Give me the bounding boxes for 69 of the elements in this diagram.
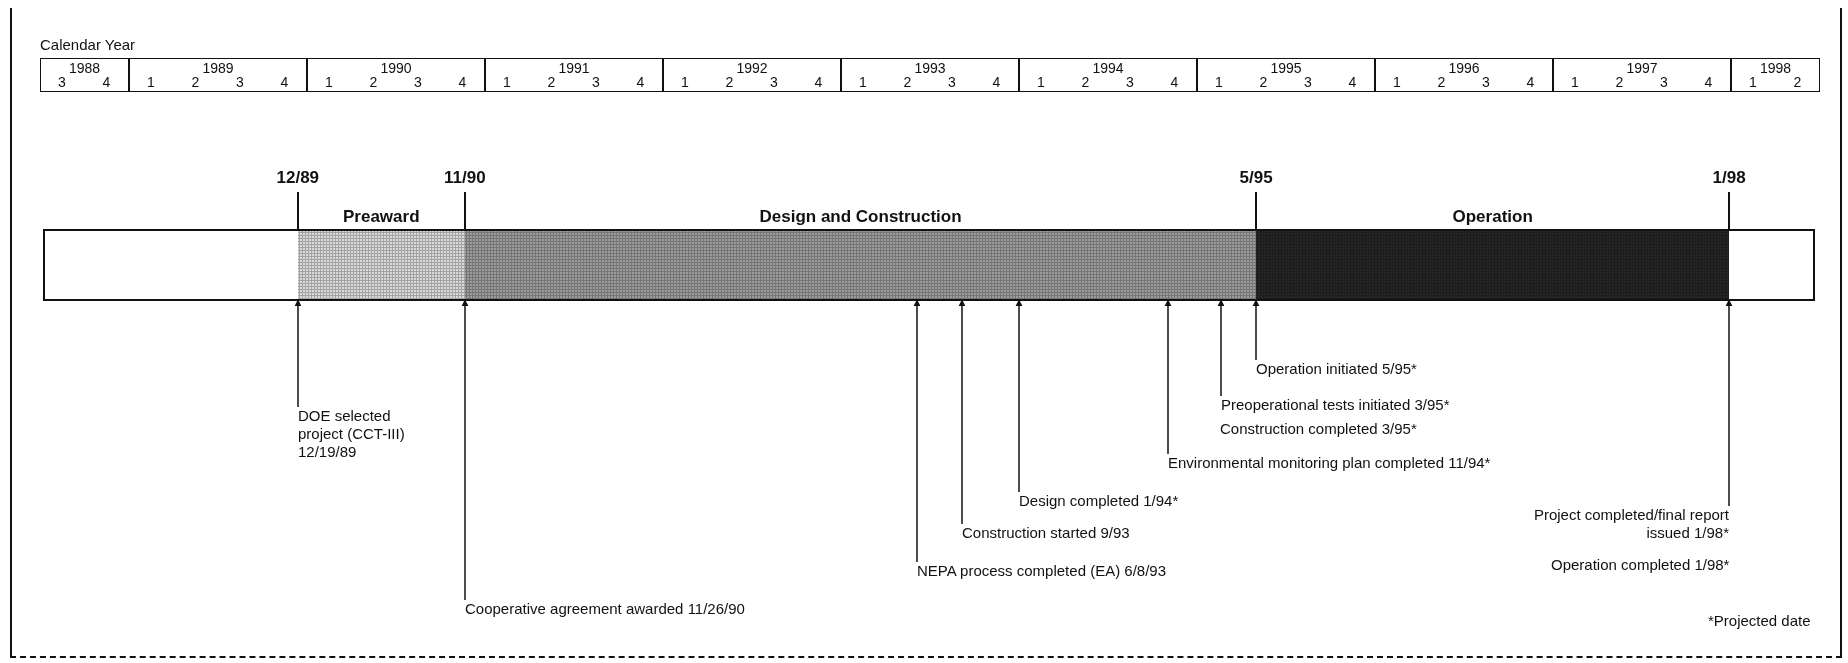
quarter-number: 1 bbox=[858, 74, 868, 90]
milestone-annotation: Operation initiated 5/95* bbox=[1256, 360, 1417, 378]
quarter-number: 3 bbox=[769, 74, 779, 90]
quarter-number: 2 bbox=[190, 74, 201, 90]
annotation-text: Operation completed 1/98* bbox=[1551, 556, 1730, 573]
quarter-number: 3 bbox=[591, 74, 601, 90]
leader-arrow bbox=[1015, 299, 1023, 493]
milestone-annotation: Project completed/final report issued 1/98* bbox=[1504, 506, 1729, 542]
date-marker: 12/89 bbox=[276, 168, 320, 188]
annotation-text: Construction completed 3/95* bbox=[1220, 420, 1417, 437]
quarter-number: 1 bbox=[1570, 74, 1580, 90]
quarter-number: 3 bbox=[1481, 74, 1491, 90]
leader-arrow bbox=[913, 299, 921, 563]
quarter-number: 3 bbox=[235, 74, 245, 90]
quarter-number: 1 bbox=[1748, 74, 1758, 90]
milestone-annotation: Environmental monitoring plan completed 11/94* bbox=[1168, 454, 1491, 472]
milestone-annotation: Preoperational tests initiated 3/95* bbox=[1221, 396, 1450, 414]
leader-arrow bbox=[461, 299, 469, 601]
quarter-number: 1 bbox=[1036, 74, 1046, 90]
quarter-number: 4 bbox=[1703, 74, 1714, 90]
milestone-annotation: Construction started 9/93 bbox=[962, 524, 1130, 542]
quarter-number: 3 bbox=[1659, 74, 1669, 90]
annotation-text: *Projected date bbox=[1708, 612, 1811, 629]
quarter-number: 4 bbox=[1347, 74, 1358, 90]
quarter-number: 2 bbox=[1792, 74, 1803, 90]
quarter-number: 3 bbox=[57, 74, 67, 90]
quarter-number: 2 bbox=[1436, 74, 1447, 90]
quarter-number: 2 bbox=[1258, 74, 1269, 90]
quarter-number: 4 bbox=[813, 74, 824, 90]
quarter-number: 4 bbox=[1169, 74, 1180, 90]
quarter-number: 4 bbox=[457, 74, 468, 90]
quarter-number: 2 bbox=[368, 74, 379, 90]
quarter-number: 1 bbox=[146, 74, 156, 90]
leader-arrow bbox=[294, 299, 302, 408]
quarter-number: 1 bbox=[324, 74, 334, 90]
quarter-number: 1 bbox=[502, 74, 512, 90]
quarter-number: 2 bbox=[724, 74, 735, 90]
date-marker: 1/98 bbox=[1712, 168, 1746, 188]
quarter-number: 3 bbox=[1303, 74, 1313, 90]
leader-arrow bbox=[1164, 299, 1172, 455]
axis-title: Calendar Year bbox=[40, 36, 136, 53]
quarter-number: 1 bbox=[1214, 74, 1224, 90]
quarter-number: 4 bbox=[635, 74, 646, 90]
quarter-number: 2 bbox=[1614, 74, 1625, 90]
quarter-number: 4 bbox=[991, 74, 1002, 90]
quarter-number: 4 bbox=[101, 74, 112, 90]
leader-arrow bbox=[1725, 299, 1733, 507]
quarter-number: 2 bbox=[1080, 74, 1091, 90]
milestone-annotation: NEPA process completed (EA) 6/8/93 bbox=[917, 562, 1166, 580]
leader-arrow bbox=[958, 299, 966, 525]
phase-label: Design and Construction bbox=[759, 207, 962, 227]
quarter-number: 2 bbox=[546, 74, 557, 90]
quarter-number: 4 bbox=[279, 74, 290, 90]
date-marker: 5/95 bbox=[1239, 168, 1273, 188]
quarter-number: 1 bbox=[680, 74, 690, 90]
date-marker: 11/90 bbox=[444, 168, 486, 188]
milestone-annotation: DOE selected project (CCT-III) 12/19/89 bbox=[298, 407, 428, 461]
quarter-number: 2 bbox=[902, 74, 913, 90]
phase-label: Operation bbox=[1452, 207, 1533, 227]
quarter-number: 3 bbox=[1125, 74, 1135, 90]
quarter-number: 4 bbox=[1525, 74, 1536, 90]
quarter-number: 3 bbox=[947, 74, 957, 90]
milestone-annotation: Design completed 1/94* bbox=[1019, 492, 1179, 510]
phase-label: Preaward bbox=[343, 207, 420, 227]
leader-arrow bbox=[1217, 299, 1225, 397]
quarter-number: 3 bbox=[413, 74, 423, 90]
milestone-annotation: Cooperative agreement awarded 11/26/90 bbox=[465, 600, 745, 618]
leader-arrow bbox=[1252, 299, 1260, 361]
quarter-number: 1 bbox=[1392, 74, 1402, 90]
